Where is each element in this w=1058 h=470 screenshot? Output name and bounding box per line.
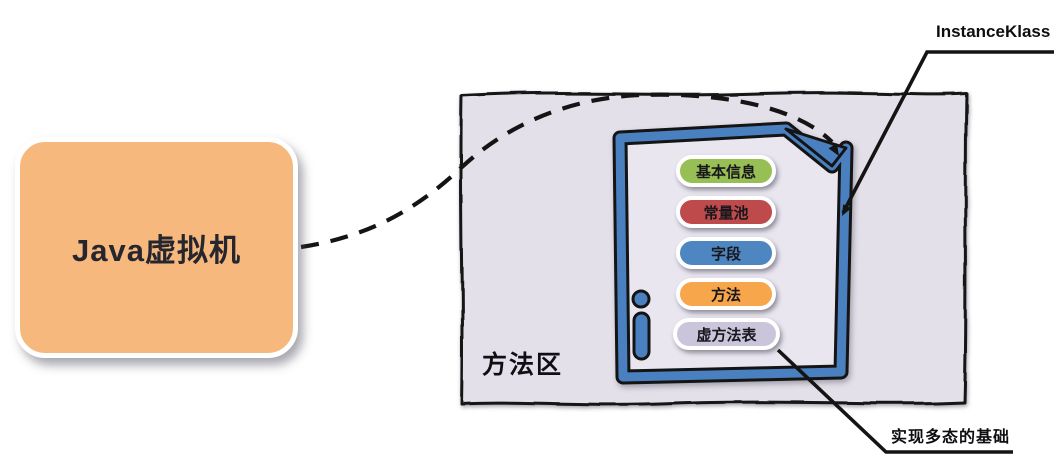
pill-methods: 方法 bbox=[676, 278, 776, 310]
instanceklass-label: InstanceKlass bbox=[936, 22, 1051, 41]
pill-constant-pool-label: 常量池 bbox=[703, 204, 749, 222]
polymorphism-label: 实现多态的基础 bbox=[891, 429, 1011, 446]
method-area-label: 方法区 bbox=[482, 351, 564, 379]
instanceklass-leader-arrowhead bbox=[842, 204, 852, 216]
instanceklass-leader bbox=[841, 50, 1054, 216]
dashed-connector-line bbox=[300, 92, 834, 250]
pill-basic-info-label: 基本信息 bbox=[695, 163, 756, 181]
pill-vtable-label: 虚方法表 bbox=[696, 326, 757, 344]
info-icon bbox=[631, 289, 651, 361]
pill-fields: 字段 bbox=[676, 237, 776, 269]
dashed-connector-arrowhead bbox=[828, 143, 839, 156]
fold-corner-icon bbox=[784, 127, 848, 168]
pill-vtable: 虚方法表 bbox=[673, 318, 780, 350]
pill-methods-label: 方法 bbox=[710, 286, 741, 304]
polymorphism-leader-line bbox=[776, 348, 1013, 454]
dashed-connector-arrow bbox=[300, 92, 839, 250]
pill-constant-pool: 常量池 bbox=[676, 196, 776, 228]
jvm-box-label: Java虚拟机 bbox=[72, 233, 241, 268]
jvm-box: Java虚拟机 bbox=[15, 137, 298, 358]
pill-fields-label: 字段 bbox=[710, 245, 741, 263]
instanceklass-leader-line bbox=[841, 50, 1054, 214]
pill-basic-info: 基本信息 bbox=[676, 155, 776, 187]
document-icon bbox=[612, 121, 854, 385]
